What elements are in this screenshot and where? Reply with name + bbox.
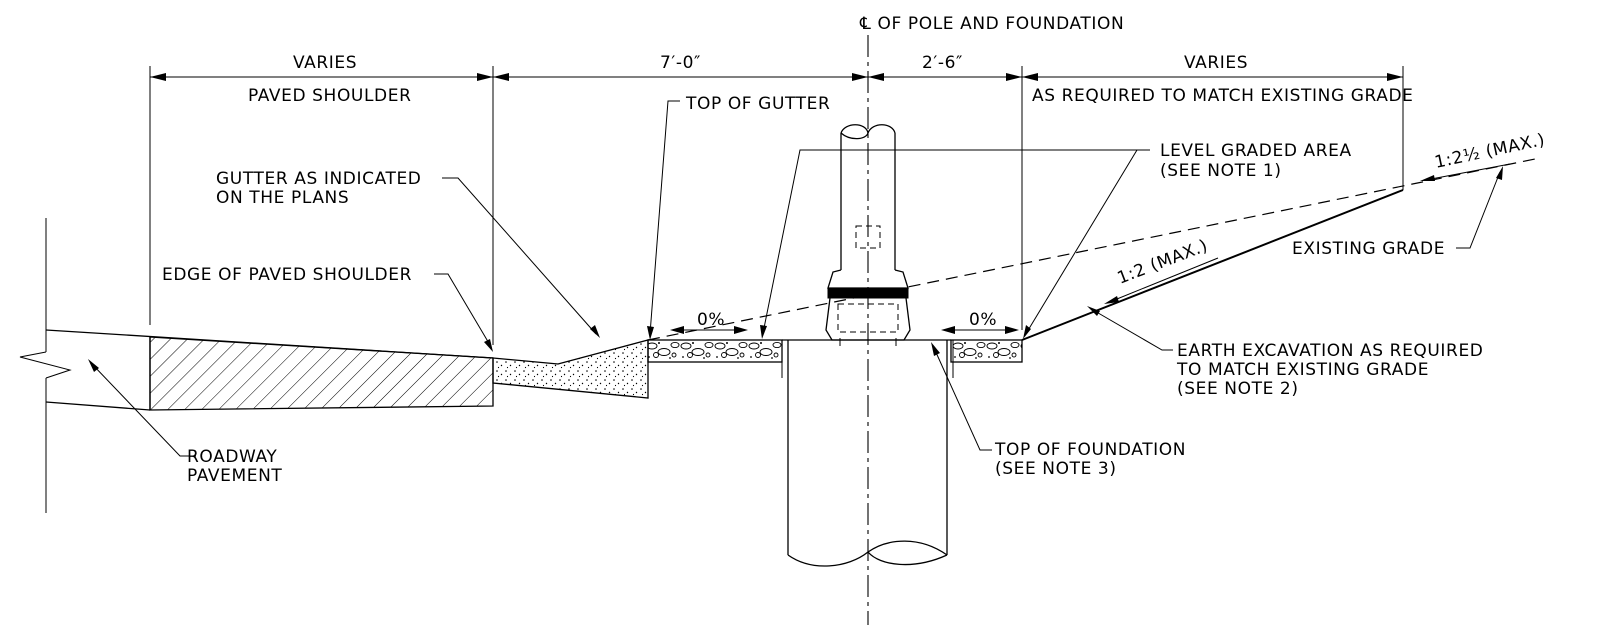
paved-shoulder-label: PAVED SHOULDER (248, 86, 411, 106)
dimension-lines (149, 66, 1404, 345)
pole-and-base (825, 124, 911, 346)
zero-percent-left: 0% (697, 310, 725, 330)
dim-varies-left: VARIES (293, 53, 357, 73)
earth-excavation-line3: (SEE NOTE 2) (1177, 379, 1299, 399)
dim-varies-right: VARIES (1184, 53, 1248, 73)
level-graded-area-note: (SEE NOTE 1) (1160, 161, 1282, 181)
existing-grade-label: EXISTING GRADE (1292, 239, 1445, 259)
top-of-gutter-label: TOP OF GUTTER (685, 94, 830, 114)
gutter-label-line2: ON THE PLANS (216, 188, 349, 208)
edge-paved-shoulder-label: EDGE OF PAVED SHOULDER (162, 265, 412, 285)
paved-shoulder-section (149, 336, 494, 411)
roadway-pavement-line1: ROADWAY (187, 447, 277, 467)
gutter-label-line1: GUTTER AS INDICATED (216, 169, 422, 189)
earth-excavation-line1: EARTH EXCAVATION AS REQUIRED (1177, 341, 1484, 361)
level-graded-area-label: LEVEL GRADED AREA (1160, 141, 1352, 161)
top-of-foundation-line2: (SEE NOTE 3) (995, 459, 1117, 479)
leader-lines (88, 100, 1511, 457)
level-graded-area (647, 339, 1023, 363)
earth-excavation-line2: TO MATCH EXISTING GRADE (1176, 360, 1429, 380)
slope-max-upper-label: 1:2½ (MAX.) (1433, 130, 1547, 173)
grade-lines (647, 157, 1541, 341)
zero-percent-right: 0% (969, 310, 997, 330)
centerline-label: ℄ OF POLE AND FOUNDATION (859, 14, 1124, 34)
match-existing-label: AS REQUIRED TO MATCH EXISTING GRADE (1032, 86, 1414, 106)
gutter-section (492, 339, 649, 399)
roadway-pavement-line2: PAVEMENT (187, 466, 282, 486)
dim-7-0: 7′-0″ (660, 53, 701, 73)
dim-2-6: 2′-6″ (922, 53, 963, 73)
top-of-foundation-line1: TOP OF FOUNDATION (994, 440, 1186, 460)
